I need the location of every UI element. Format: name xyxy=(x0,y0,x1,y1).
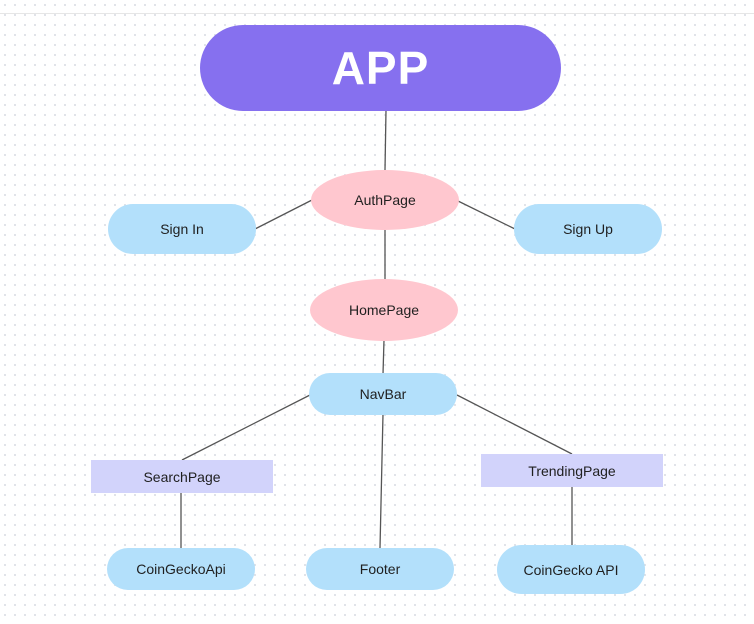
homepage-node: HomePage xyxy=(310,279,458,341)
edge-authpage-signin xyxy=(254,199,313,230)
edge-navbar-searchpage xyxy=(181,394,311,461)
edge-navbar-trendingpage xyxy=(456,394,573,455)
footer-node: Footer xyxy=(306,548,454,590)
edge-navbar-footer xyxy=(379,413,384,549)
app-node: APP xyxy=(200,25,561,111)
coingeckoapi-left-node: CoinGeckoApi xyxy=(107,548,255,590)
authpage-node: AuthPage xyxy=(311,170,459,230)
trendingpage-node: TrendingPage xyxy=(481,454,663,487)
edge-app-authpage xyxy=(384,109,387,171)
signin-node: Sign In xyxy=(108,204,256,254)
canvas-top-border xyxy=(0,13,754,14)
signup-node: Sign Up xyxy=(514,204,662,254)
navbar-node: NavBar xyxy=(309,373,457,415)
edge-homepage-navbar xyxy=(382,339,385,375)
coingeckoapi-right-node: CoinGecko API xyxy=(497,545,645,594)
edge-authpage-signup xyxy=(457,200,516,230)
searchpage-node: SearchPage xyxy=(91,460,273,493)
